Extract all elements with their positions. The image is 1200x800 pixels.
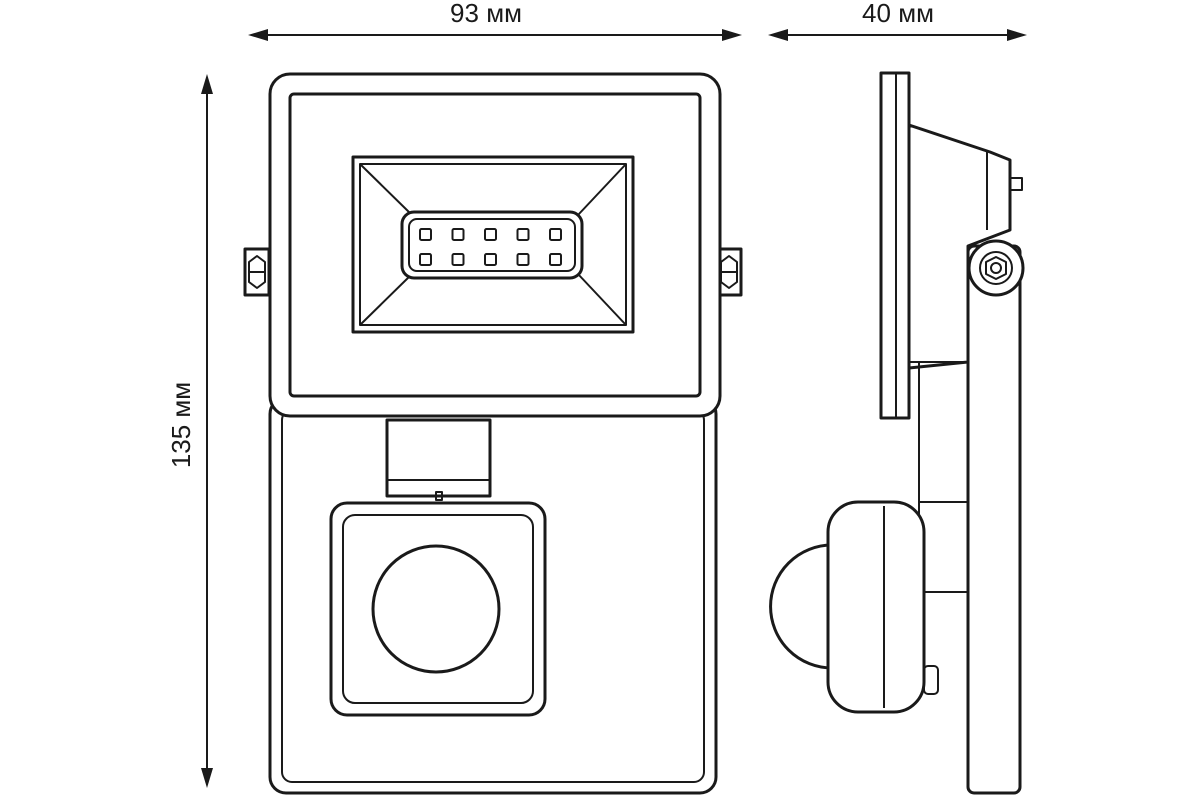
width-dimension: 93 мм: [248, 0, 742, 41]
led-chip: [549, 253, 562, 266]
pir-lens: [371, 544, 501, 674]
mounting-arm: [966, 244, 1022, 795]
led-chip: [484, 253, 497, 266]
depth-dimension: 40 мм: [768, 0, 1027, 41]
height-label: 135 мм: [166, 382, 196, 468]
led-chip: [516, 228, 530, 241]
front-view: [243, 72, 743, 795]
side-sensor: [769, 500, 939, 714]
led-chip-grid: [419, 228, 562, 266]
led-chip: [516, 253, 530, 266]
depth-label: 40 мм: [862, 0, 934, 28]
sensor-neck: [385, 418, 492, 501]
left-mount-nut: [243, 247, 271, 297]
height-dimension: 135 мм: [166, 74, 213, 788]
led-chip: [451, 253, 465, 266]
pir-sensor: [329, 501, 547, 717]
width-label: 93 мм: [450, 0, 522, 28]
reflector: [351, 155, 635, 334]
led-chip: [419, 228, 432, 241]
led-chip: [549, 228, 562, 241]
pivot-bolt: [967, 239, 1025, 297]
led-chip: [419, 253, 432, 266]
led-chip: [451, 228, 465, 241]
lamp-bezel: [288, 92, 702, 398]
led-board: [400, 210, 584, 280]
side-view: [769, 71, 1025, 795]
led-chip: [484, 228, 497, 241]
